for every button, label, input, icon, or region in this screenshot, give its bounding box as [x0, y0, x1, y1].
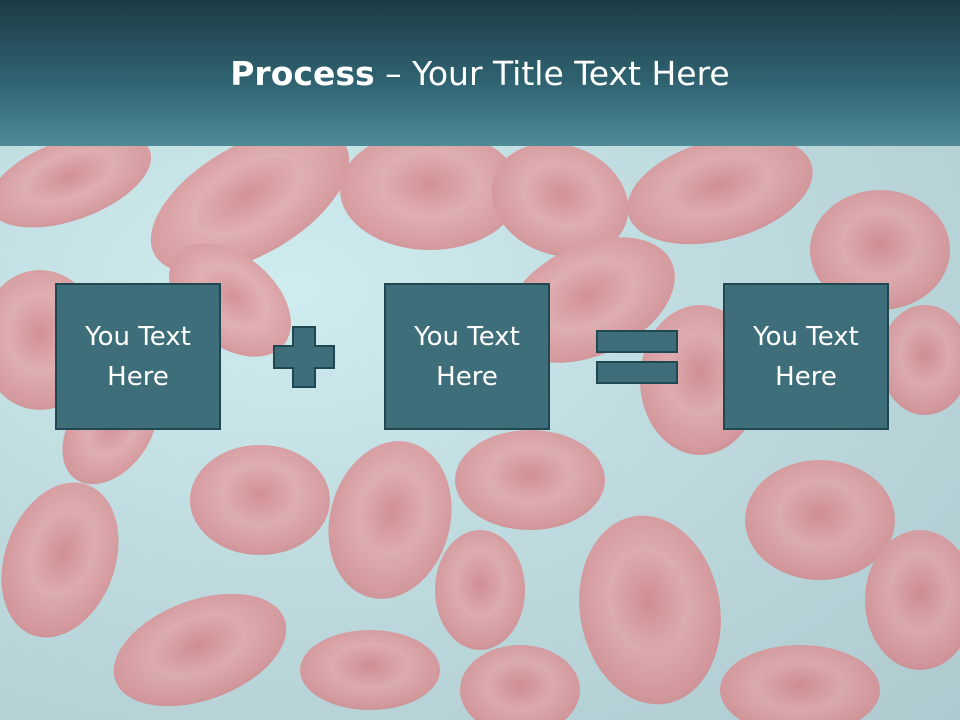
plus-icon: [273, 326, 335, 388]
process-box-1[interactable]: You Text Here: [55, 283, 221, 430]
process-box-1-text: You Text Here: [85, 321, 191, 392]
slide-title-bold: Process: [230, 54, 375, 93]
slide-title: Process – Your Title Text Here: [0, 52, 960, 96]
process-box-2[interactable]: You Text Here: [384, 283, 550, 430]
equals-icon: [596, 330, 678, 384]
process-box-3-text: You Text Here: [753, 321, 859, 392]
slide-title-rest: – Your Title Text Here: [374, 54, 730, 93]
process-box-3[interactable]: You Text Here: [723, 283, 889, 430]
process-box-2-text: You Text Here: [414, 321, 520, 392]
title-bar: Process – Your Title Text Here: [0, 0, 960, 146]
